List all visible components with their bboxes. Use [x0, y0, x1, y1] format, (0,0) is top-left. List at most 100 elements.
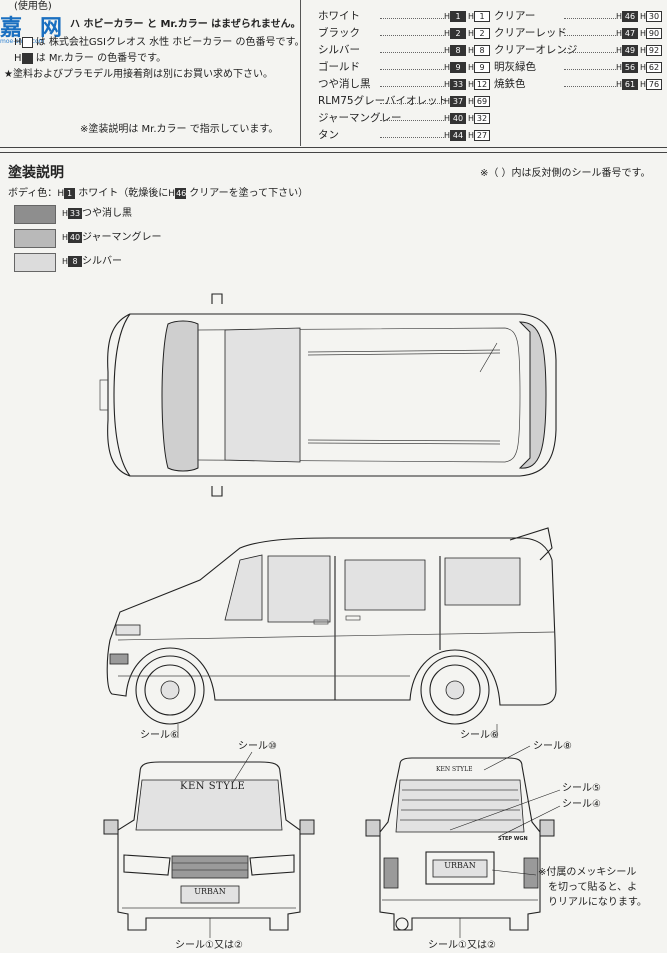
body-color-text: ホワイト（乾燥後に [78, 188, 169, 199]
mr-code-number: 2 [450, 27, 466, 39]
h-prefix: H [467, 46, 474, 55]
h-prefix: H [14, 53, 22, 64]
open-box-icon [21, 36, 33, 48]
leader-dots [564, 35, 616, 36]
mr-code-number: 40 [450, 112, 466, 124]
h-prefix: H [615, 46, 622, 55]
body-color-prefix: ボディ色： [8, 188, 58, 199]
leader-dots [564, 86, 616, 87]
color-name: つや消し黒 [318, 78, 371, 90]
callout-front-bottom: シール①又は② [175, 940, 243, 951]
mr-code-number: 1 [450, 10, 466, 22]
side-wheel-front [135, 655, 205, 725]
gsi-code-number: 27 [474, 129, 490, 141]
color-name: ホワイト [318, 10, 360, 22]
front-view [103, 751, 315, 938]
leader-dots [380, 120, 444, 121]
body-color-code2: 46 [175, 187, 187, 199]
mr-code-number: 33 [450, 78, 466, 90]
h-prefix: H [615, 80, 622, 89]
h-prefix: H [62, 257, 69, 266]
callout-rear-top: シール⑧ [533, 741, 572, 752]
color-name: 焼鉄色 [494, 78, 526, 90]
mr-code-number: 47 [622, 27, 638, 39]
swatch-code: 40 [68, 231, 83, 243]
color-name: クリアーレッド [494, 27, 567, 39]
legend-buy-line: ★塗料およびプラモデル用接着剤は別にお買い求め下さい。 [4, 69, 273, 80]
rear-glass-brand: KEN STYLE [436, 766, 473, 773]
color-swatch [14, 229, 56, 248]
h-prefix: H [615, 29, 622, 38]
h-prefix: H [467, 114, 474, 123]
h-prefix: H [639, 46, 646, 55]
swatch-label: シルバー [82, 256, 123, 267]
h-prefix: H [62, 233, 69, 242]
swatch-label: ジャーマングレー [82, 232, 162, 243]
legend-brand-line: ハ ホビーカラー と Mr.カラー はまぜられません。 [70, 19, 301, 30]
rear-plate: URBAN [444, 861, 476, 870]
h-prefix: H [57, 189, 65, 199]
leader-dots [380, 69, 444, 70]
leader-dots [380, 52, 444, 53]
h-prefix: H [467, 12, 474, 21]
painting-title: 塗装説明 [8, 165, 64, 181]
gsi-code-number: 76 [646, 78, 662, 90]
side-wheel-rear [420, 655, 490, 725]
leader-dots [380, 86, 444, 87]
h-prefix: H [443, 131, 450, 140]
color-name: ゴールド [318, 61, 360, 73]
color-name: ブラック [318, 27, 360, 39]
swatch-label: つや消し黒 [82, 208, 133, 219]
h-prefix: H [168, 189, 176, 199]
callout-rear-note-line-1: ※付属のメッキシール [538, 867, 637, 878]
side-view [106, 527, 557, 738]
h-prefix: H [467, 131, 474, 140]
gsi-code-number: 30 [646, 10, 662, 22]
h-prefix: H [62, 209, 69, 218]
gsi-code-number: 2 [474, 27, 490, 39]
gsi-code-number: 90 [646, 27, 662, 39]
h-prefix: H [443, 97, 450, 106]
color-name: シルバー [318, 44, 360, 56]
swatch-code: 33 [68, 207, 83, 219]
color-name: ジャーマングレー [318, 112, 402, 124]
legend-mr-row: H は Mr.カラー の色番号です。 [14, 52, 166, 65]
top-view [99, 293, 557, 497]
leader-dots [380, 103, 444, 104]
h-prefix: H [443, 46, 450, 55]
watermark-main: 嘉 [0, 15, 23, 41]
h-prefix: H [443, 29, 450, 38]
